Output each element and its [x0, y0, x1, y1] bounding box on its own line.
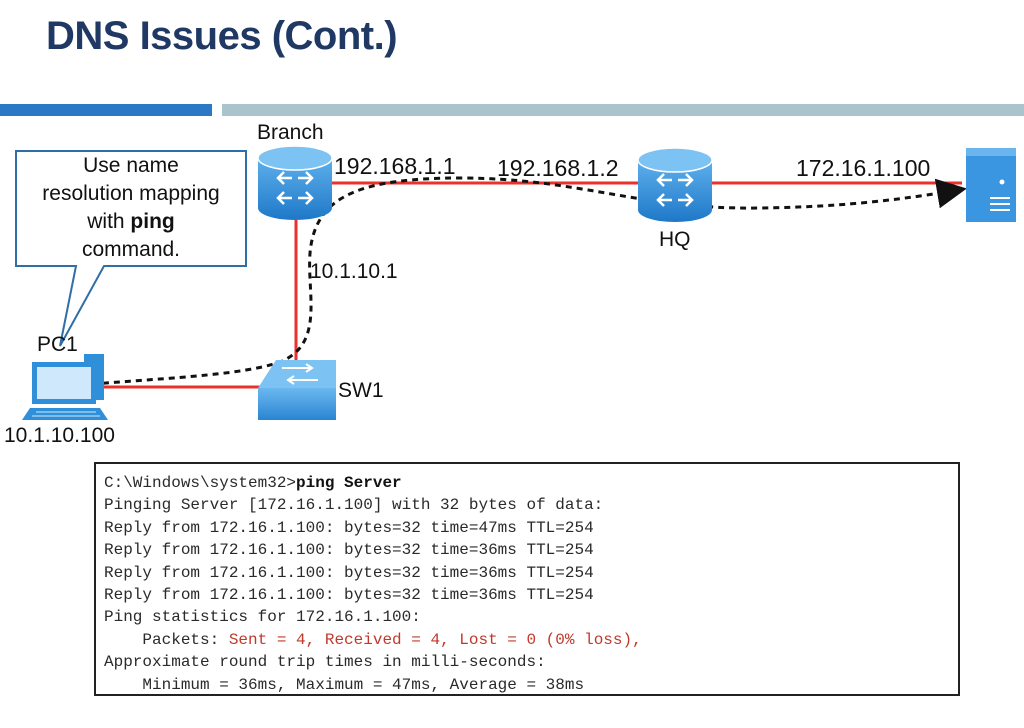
branch-router-icon[interactable] — [257, 145, 333, 220]
branch-lan-ip: 10.1.10.1 — [310, 260, 398, 283]
branch-label: Branch — [257, 121, 324, 144]
network-diagram — [15, 145, 1016, 420]
pc-ip: 10.1.10.100 — [4, 424, 115, 447]
terminal-command-line: C:\Windows\system32>ping Server — [104, 472, 950, 494]
switch-icon[interactable] — [258, 360, 336, 420]
hq-router-icon[interactable] — [637, 147, 713, 222]
switch-label: SW1 — [338, 379, 384, 402]
callout-bubble — [15, 150, 247, 347]
server-icon[interactable] — [966, 148, 1016, 222]
terminal-rtt-values: Minimum = 36ms, Maximum = 47ms, Average … — [104, 675, 585, 694]
terminal-line: Reply from 172.16.1.100: bytes=32 time=3… — [104, 586, 594, 605]
terminal-prompt: C:\Windows\system32> — [104, 474, 297, 492]
terminal-line: Ping statistics for 172.16.1.100: — [104, 608, 421, 627]
hq-label: HQ — [659, 228, 691, 251]
callout-line-1: Use name — [83, 154, 179, 177]
callout-text: Use name resolution mapping with ping co… — [18, 152, 244, 264]
hq-wan-ip: 192.168.1.2 — [497, 155, 619, 181]
terminal-line: Pinging Server [172.16.1.100] with 32 by… — [104, 496, 604, 515]
terminal-line: Reply from 172.16.1.100: bytes=32 time=4… — [104, 518, 594, 537]
callout-line-4: command. — [81, 238, 181, 261]
terminal-line: Reply from 172.16.1.100: bytes=32 time=3… — [104, 563, 594, 582]
server-ip: 172.16.1.100 — [796, 155, 931, 181]
command-prompt-output: C:\Windows\system32>ping Server Pinging … — [94, 462, 960, 696]
pc-icon[interactable] — [22, 354, 108, 420]
terminal-line: Reply from 172.16.1.100: bytes=32 time=3… — [104, 541, 594, 560]
title-accent-bar — [0, 104, 212, 116]
terminal-rtt-header: Approximate round trip times in milli-se… — [104, 653, 546, 672]
terminal-packets-prefix: Packets: — [104, 630, 229, 649]
callout-line-2: resolution mapping — [42, 182, 220, 205]
branch-wan-ip: 192.168.1.1 — [334, 153, 456, 179]
ping-path-arrow — [69, 176, 967, 388]
callout-line-3: with ping — [18, 208, 244, 236]
callout-ping-keyword: ping — [130, 210, 175, 233]
terminal-packets-stats: Sent = 4, Received = 4, Lost = 0 (0% los… — [228, 630, 642, 649]
pc-label: PC1 — [37, 333, 78, 356]
callout-line-3-prefix: with — [87, 210, 131, 233]
title-divider-bar — [222, 104, 1024, 116]
terminal-command: ping Server — [296, 474, 402, 492]
terminal-packets-line: Packets: Sent = 4, Received = 4, Lost = … — [104, 629, 950, 651]
slide-title: DNS Issues (Cont.) — [46, 14, 398, 58]
